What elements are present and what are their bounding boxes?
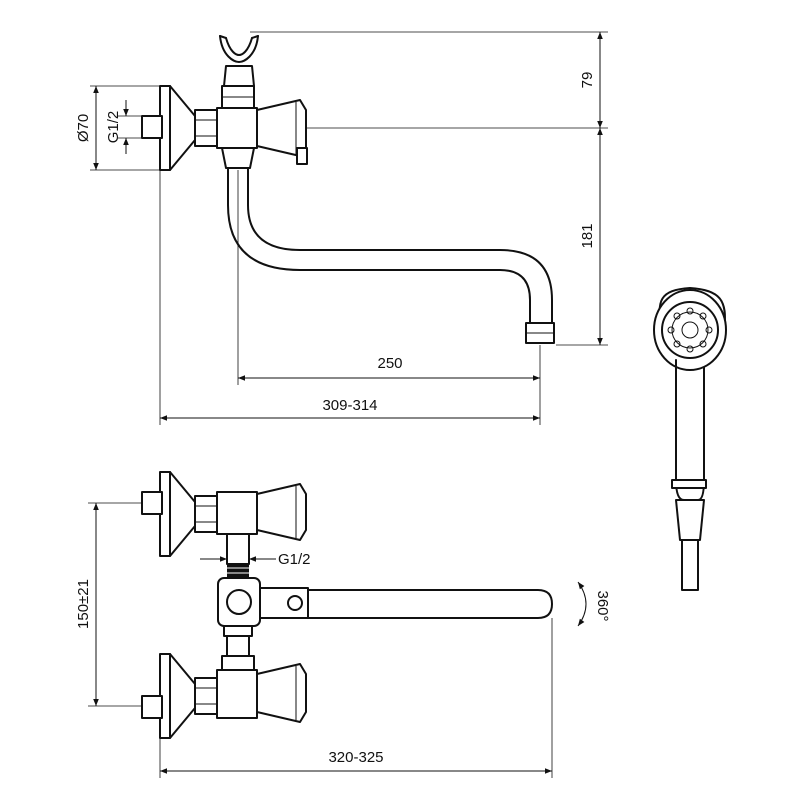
- side-view: [141, 35, 555, 344]
- shower-nozzles: [667, 307, 713, 353]
- lower-valve: [141, 653, 307, 739]
- upper-valve: [141, 471, 307, 565]
- rotation-indicator: 360°: [577, 581, 611, 627]
- dim-320-325-label: 320-325: [328, 749, 383, 766]
- thread-hatch: [227, 564, 249, 578]
- dim-150-label: 150±21: [75, 579, 92, 629]
- dim-250-label: 250: [377, 355, 402, 372]
- dim-309-314-label: 309-314: [322, 397, 377, 414]
- dim-diameter-70-label: Ø70: [75, 114, 92, 142]
- valve-body: [216, 85, 258, 169]
- hand-shower: [653, 287, 727, 591]
- mixer-body: [217, 577, 553, 627]
- hex-nut: [194, 109, 218, 147]
- front-view: G1/2: [141, 471, 611, 739]
- dim-thread-bottom-label: G1/2: [278, 551, 311, 568]
- spout: [227, 167, 555, 344]
- front-view-dimensions: 150±21 320-325: [75, 502, 553, 778]
- dim-thread-top-label: G1/2: [105, 111, 122, 144]
- thread-g12-mid: G1/2: [200, 551, 311, 578]
- shower-holder: [219, 35, 259, 87]
- dim-181-label: 181: [579, 223, 596, 248]
- lower-connector: [221, 625, 255, 671]
- valve-handle: [256, 99, 308, 165]
- rotation-label: 360°: [594, 590, 611, 621]
- side-view-dimensions: 79 181 250 309-314 Ø70 G1/2: [75, 31, 608, 425]
- shower-hose: [681, 539, 699, 591]
- wall-flange: [141, 85, 196, 171]
- shower-band: [671, 479, 707, 489]
- dim-79-label: 79: [579, 72, 596, 89]
